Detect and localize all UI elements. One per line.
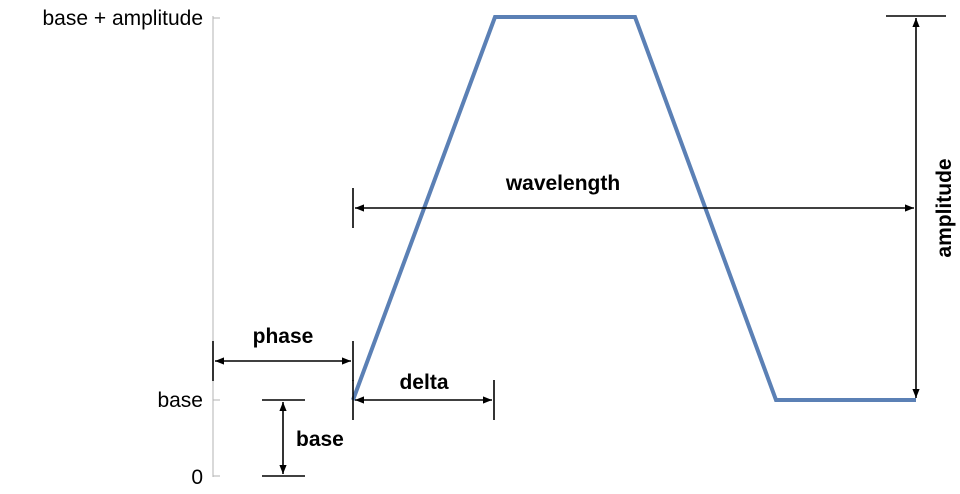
amplitude-label: amplitude bbox=[933, 158, 956, 257]
base-label: base bbox=[296, 428, 344, 451]
y-tick-label-base: base bbox=[157, 389, 203, 412]
y-tick-label-base-amplitude: base + amplitude bbox=[42, 7, 203, 30]
y-tick-label-zero: 0 bbox=[191, 466, 203, 489]
phase-label: phase bbox=[253, 325, 314, 348]
trapezoid-waveform bbox=[351, 15, 916, 402]
wavelength-label: wavelength bbox=[505, 172, 620, 195]
delta-label: delta bbox=[399, 371, 448, 394]
